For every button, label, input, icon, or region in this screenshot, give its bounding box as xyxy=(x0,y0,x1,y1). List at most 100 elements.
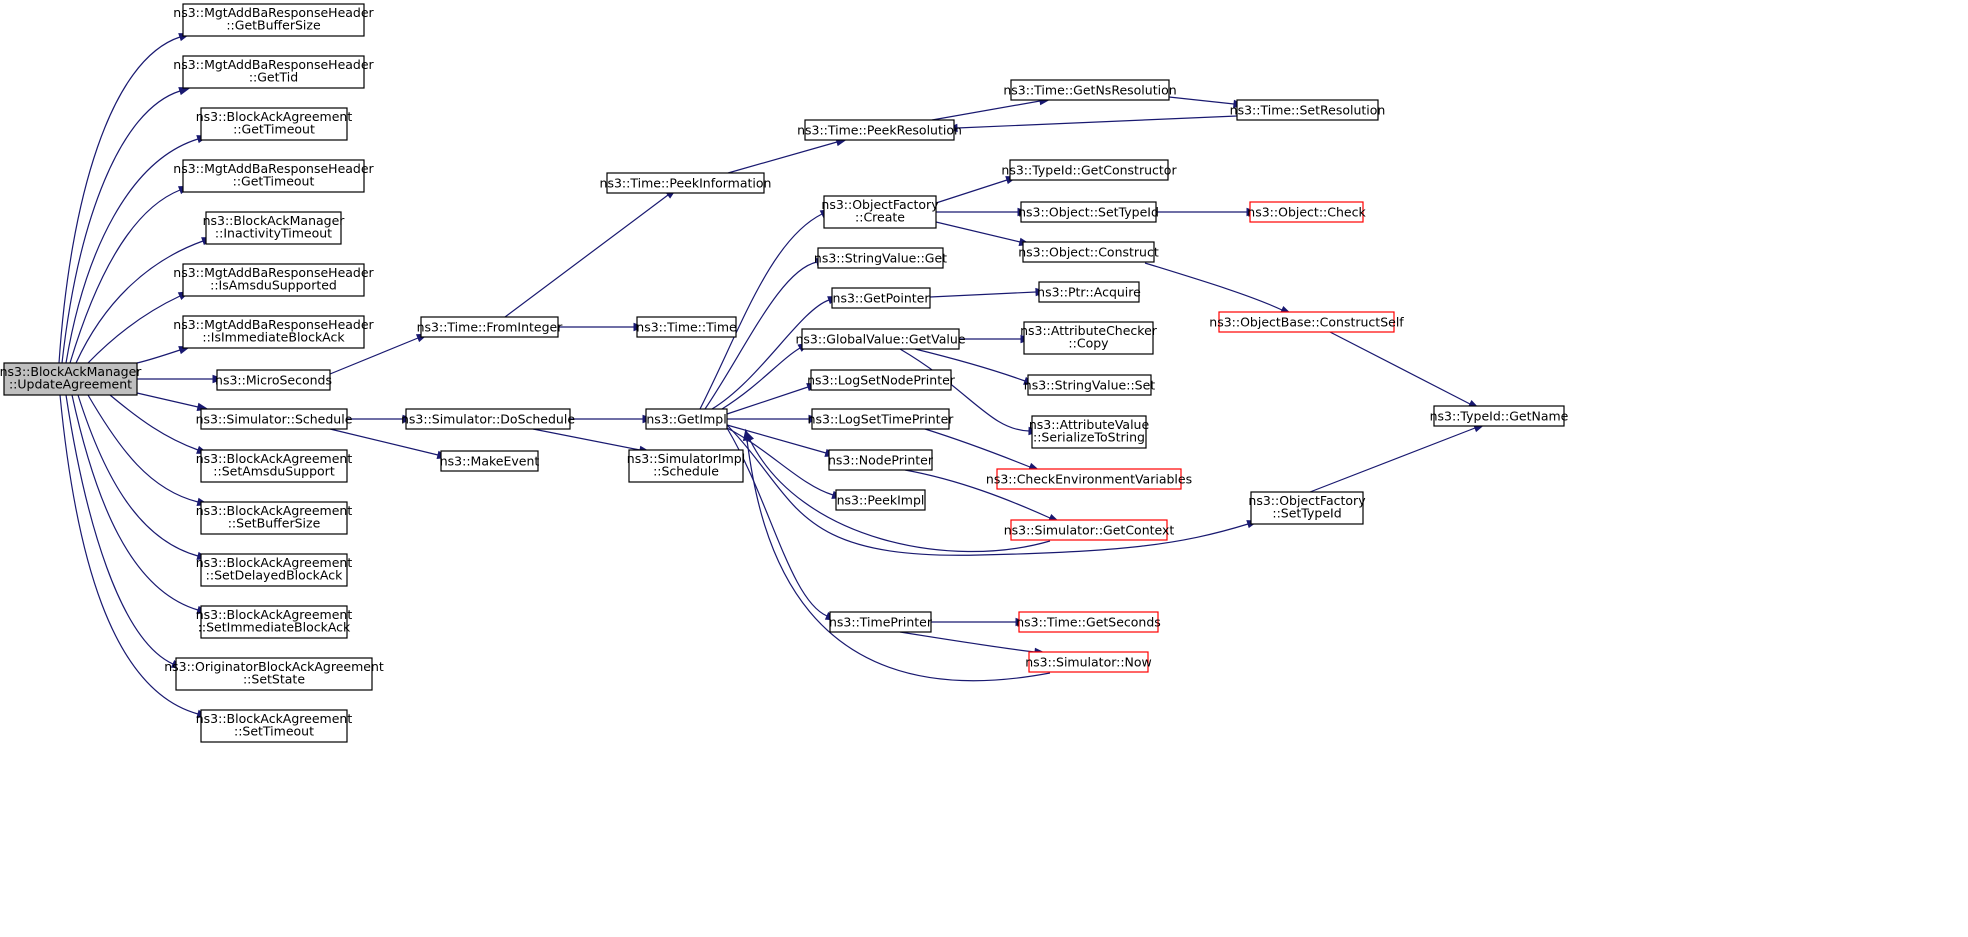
node-getImpl[interactable]: ns3::GetImpl xyxy=(645,408,728,430)
node-simImplSched[interactable]: ns3::SimulatorImpl::Schedule xyxy=(627,449,745,483)
node-label: ns3::ObjectFactory xyxy=(821,197,939,212)
node-baaSetBuf[interactable]: ns3::BlockAckAgreement::SetBufferSize xyxy=(196,501,353,535)
node-box xyxy=(1028,651,1149,673)
node-box xyxy=(817,247,944,269)
node-mgtTid[interactable]: ns3::MgtAddBaResponseHeader::GetTid xyxy=(173,55,375,89)
node-ofSetTid[interactable]: ns3::ObjectFactory::SetTypeId xyxy=(1248,491,1366,525)
node-tidGetName[interactable]: ns3::TypeId::GetName xyxy=(1430,405,1569,427)
node-box xyxy=(200,408,348,430)
node-simNow[interactable]: ns3::Simulator::Now xyxy=(1025,651,1152,673)
node-acCopy[interactable]: ns3::AttributeChecker::Copy xyxy=(1020,321,1158,355)
node-ofCreate[interactable]: ns3::ObjectFactory::Create xyxy=(821,195,939,229)
node-baaTimeout[interactable]: ns3::BlockAckAgreement::GetTimeout xyxy=(196,107,353,141)
node-label: ns3::AttributeValue xyxy=(1029,417,1150,432)
node-box xyxy=(831,287,931,309)
node-box xyxy=(1020,201,1157,223)
node-obConstructSelf[interactable]: ns3::ObjectBase::ConstructSelf xyxy=(1209,311,1404,333)
node-nodePrinter[interactable]: ns3::NodePrinter xyxy=(828,449,934,471)
node-root[interactable]: ns3::BlockAckManager::UpdateAgreement xyxy=(0,362,142,396)
node-label: ns3::BlockAckAgreement xyxy=(196,555,353,570)
node-makeEvent[interactable]: ns3::MakeEvent xyxy=(440,450,540,472)
node-timeGetSec[interactable]: ns3::Time::GetSeconds xyxy=(1016,611,1161,633)
node-simGetCtx[interactable]: ns3::Simulator::GetContext xyxy=(1004,519,1175,541)
node-peekImpl[interactable]: ns3::PeekImpl xyxy=(835,489,926,511)
node-label: ::SetBufferSize xyxy=(228,516,321,531)
node-label: ns3::TypeId::GetConstructor xyxy=(1001,163,1177,178)
node-timeSetRes[interactable]: ns3::Time::SetResolution xyxy=(1230,99,1386,121)
node-box xyxy=(175,657,373,691)
node-box xyxy=(811,408,950,430)
node-ptrAcquire[interactable]: ns3::Ptr::Acquire xyxy=(1037,281,1141,303)
node-timeFromInt[interactable]: ns3::Time::FromInteger xyxy=(417,316,564,338)
node-timePeekRes[interactable]: ns3::Time::PeekResolution xyxy=(797,119,962,141)
node-box xyxy=(823,195,937,229)
node-label: ns3::BlockAckAgreement xyxy=(196,711,353,726)
node-label: ns3::NodePrinter xyxy=(828,453,934,468)
node-box xyxy=(1010,519,1168,541)
node-baaSetDelayed[interactable]: ns3::BlockAckAgreement::SetDelayedBlockA… xyxy=(196,553,353,587)
edge-root-to-micro xyxy=(137,374,225,384)
node-box xyxy=(1250,491,1364,525)
edge-timePeekRes-to-timeGetNsRes xyxy=(931,96,1052,121)
edge-line xyxy=(749,439,1051,553)
node-box xyxy=(182,159,365,193)
node-label: ::SerializeToString xyxy=(1033,430,1145,445)
node-micro[interactable]: ns3::MicroSeconds xyxy=(215,369,332,391)
node-tidGetCons[interactable]: ns3::TypeId::GetConstructor xyxy=(1001,159,1177,181)
node-timePeekInfo[interactable]: ns3::Time::PeekInformation xyxy=(600,172,772,194)
node-objConstruct[interactable]: ns3::Object::Construct xyxy=(1018,241,1159,263)
node-objSetTid[interactable]: ns3::Object::SetTypeId xyxy=(1018,201,1159,223)
edge-line xyxy=(1144,262,1283,311)
node-label: ns3::Object::Construct xyxy=(1018,245,1159,260)
node-timeTime[interactable]: ns3::Time::Time xyxy=(636,316,737,338)
node-label: ns3::Time::GetNsResolution xyxy=(1003,83,1176,98)
node-box xyxy=(829,611,932,633)
node-label: ::Copy xyxy=(1068,336,1109,351)
node-svGet[interactable]: ns3::StringValue::Get xyxy=(814,247,947,269)
node-timeGetNsRes[interactable]: ns3::Time::GetNsResolution xyxy=(1003,79,1177,101)
node-logSetTime[interactable]: ns3::LogSetTimePrinter xyxy=(808,408,955,430)
node-label: ::GetTimeout xyxy=(233,122,315,137)
node-box xyxy=(645,408,728,430)
edge-root-to-baaSetAmsdu xyxy=(109,394,209,454)
node-baaSetAmsdu[interactable]: ns3::BlockAckAgreement::SetAmsduSupport xyxy=(196,449,353,483)
node-simSched[interactable]: ns3::Simulator::Schedule xyxy=(196,408,353,430)
edge-line xyxy=(726,424,1249,556)
node-box xyxy=(1433,405,1565,427)
edge-getImpl-to-getPointer xyxy=(711,296,840,410)
node-gvGetValue[interactable]: ns3::GlobalValue::GetValue xyxy=(795,328,966,350)
node-objCheck[interactable]: ns3::Object::Check xyxy=(1247,201,1366,223)
node-bamInact[interactable]: ns3::BlockAckManager::InactivityTimeout xyxy=(203,211,346,245)
edge-line xyxy=(71,394,199,611)
edge-timePrinter-to-simNow xyxy=(899,631,1047,657)
node-mgtBuf[interactable]: ns3::MgtAddBaResponseHeader::GetBufferSi… xyxy=(173,3,375,37)
node-box xyxy=(828,449,933,471)
edge-line xyxy=(726,386,809,415)
node-svSet[interactable]: ns3::StringValue::Set xyxy=(1024,374,1155,396)
edge-timePrinter-to-timeGetSec xyxy=(931,617,1028,627)
node-box xyxy=(200,107,348,141)
node-timePrinter[interactable]: ns3::TimePrinter xyxy=(829,611,933,633)
node-obaaSetState[interactable]: ns3::OriginatorBlockAckAgreement::SetSta… xyxy=(164,657,384,691)
node-logSetNode[interactable]: ns3::LogSetNodePrinter xyxy=(807,369,956,391)
edge-getPointer-to-ptrAcquire xyxy=(929,287,1048,298)
node-simDoSched[interactable]: ns3::Simulator::DoSchedule xyxy=(401,408,575,430)
node-mgtImm[interactable]: ns3::MgtAddBaResponseHeader::IsImmediate… xyxy=(173,315,375,349)
edge-timeSetRes-to-timePeekRes xyxy=(945,115,1238,133)
node-mgtTimeout[interactable]: ns3::MgtAddBaResponseHeader::GetTimeout xyxy=(173,159,375,193)
edge-simDoSched-to-getImpl xyxy=(570,414,655,424)
node-mgtAmsdu[interactable]: ns3::MgtAddBaResponseHeader::IsAmsduSupp… xyxy=(173,263,375,297)
arrow-head xyxy=(742,428,752,442)
node-checkEnv[interactable]: ns3::CheckEnvironmentVariables xyxy=(986,468,1192,490)
node-label: ::SetTimeout xyxy=(234,724,314,739)
node-box xyxy=(996,468,1182,490)
node-box xyxy=(1018,611,1159,633)
node-baaSetImm[interactable]: ns3::BlockAckAgreement::SetImmediateBloc… xyxy=(196,605,353,639)
node-box xyxy=(200,605,348,639)
node-getPointer[interactable]: ns3::GetPointer xyxy=(831,287,931,309)
node-avSerialize[interactable]: ns3::AttributeValue::SerializeToString xyxy=(1029,415,1150,449)
node-label: ns3::Simulator::Now xyxy=(1025,655,1152,670)
edge-line xyxy=(65,138,199,364)
node-label: ns3::MakeEvent xyxy=(440,454,540,469)
node-baaSetTimeout[interactable]: ns3::BlockAckAgreement::SetTimeout xyxy=(196,709,353,743)
